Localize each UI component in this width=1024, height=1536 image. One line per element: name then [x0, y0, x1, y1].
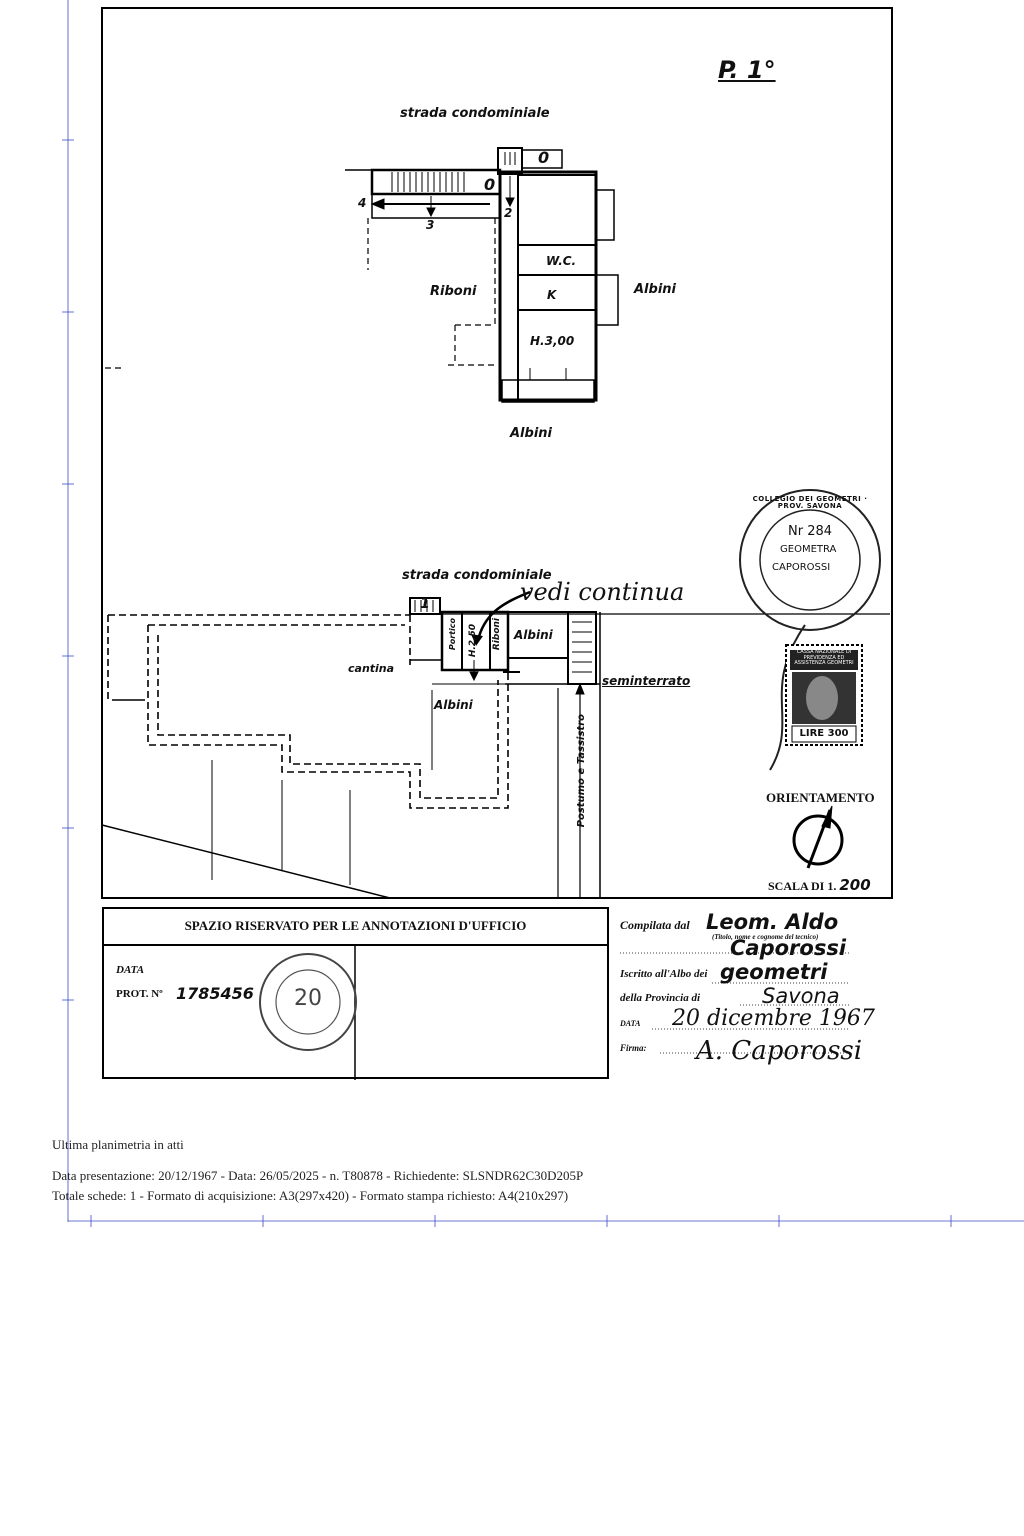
road-label-vertical: Postumo e Tassistro [576, 714, 587, 828]
compiled-by-label: Compilata dal [620, 918, 690, 932]
footer-last-plan: Ultima planimetria in atti [52, 1137, 184, 1152]
neighbor-label-west: Riboni [430, 284, 477, 299]
top-road-label: strada condominiale [400, 106, 550, 121]
step-number: 0 [538, 148, 550, 167]
revenue-stamp-value: LIRE 300 [799, 728, 849, 739]
neighbor-label-east: Albini [634, 282, 676, 297]
orientation-label: ORIENTAMENTO [766, 790, 875, 805]
compiled-by-value: Leom. Aldo [706, 910, 839, 934]
scale-value: 200 [839, 876, 871, 894]
office-box-header: SPAZIO RISERVATO PER LE ANNOTAZIONI D'UF… [184, 918, 527, 933]
stamp-center-line: GEOMETRA [780, 544, 837, 555]
revenue-stamp-header: CASSA NAZIONALE DI PREVIDENZA ED ASSISTE… [794, 649, 854, 666]
footer-presentation-info: Data presentazione: 20/12/1967 - Data: 2… [52, 1168, 584, 1183]
room-label-kitchen: K [547, 288, 557, 302]
compiled-surname: Caporossi [730, 936, 847, 960]
scale-prefix: SCALA DI 1. [768, 879, 837, 893]
handwritten-note: vedi continua [520, 578, 685, 606]
label-seminterrato: seminterrato [602, 674, 691, 688]
office-prot-value: 1785456 [176, 984, 254, 1003]
compass-shape [792, 805, 844, 869]
stamp-ring-text: COLLEGIO DEI GEOMETRI · PROV. SAVONA [752, 495, 868, 510]
page-number: P. 1° [718, 56, 776, 84]
compiled-sub-note: (Titolo, nome e cognome del tecnico) [712, 933, 819, 941]
office-date-label: DATA [116, 964, 145, 976]
room-label-riboni: Riboni [492, 618, 502, 651]
footer-format-info: Totale schede: 1 - Formato di acquisizio… [52, 1188, 569, 1203]
step-number: 4 [358, 196, 367, 210]
province-label: della Provincia di [620, 992, 701, 1004]
office-prot-label: PROT. Nº [116, 988, 163, 1000]
compiled-date-value: 20 dicembre 1967 [672, 1006, 875, 1031]
stamp-center-line: Nr 284 [788, 524, 833, 539]
neighbor-label-south: Albini [434, 698, 473, 712]
albo-label: Iscritto all'Albo dei [620, 968, 708, 980]
stamp-center-line: CAPOROSSI [772, 562, 831, 573]
office-date-stamp: 20 [294, 986, 322, 1011]
label-cantina: cantina [348, 662, 395, 675]
step-number: 0 [484, 175, 496, 194]
step-number: 1 [420, 596, 430, 612]
room-label-portico: Portico [448, 618, 457, 651]
step-number: 2 [504, 206, 513, 220]
signature-label: Firma: [620, 1043, 647, 1053]
neighbor-label-south: Albini [510, 426, 552, 441]
room-label-wc: W.C. [546, 254, 577, 268]
albo-value: geometri [720, 960, 828, 984]
room-label-height: H.3,00 [530, 334, 575, 348]
bottom-road-label: strada condominiale [402, 568, 552, 583]
room-label-albini: Albini [514, 628, 553, 642]
room-label-height: H.2,50 [468, 624, 478, 658]
province-value: Savona [762, 984, 840, 1008]
step-number: 3 [426, 218, 435, 232]
scale-label: SCALA DI 1. 200 [768, 876, 871, 894]
revenue-stamp-shape [785, 644, 863, 746]
compiled-date-label: DATA [620, 1019, 641, 1028]
signature: A. Caporossi [696, 1036, 863, 1066]
